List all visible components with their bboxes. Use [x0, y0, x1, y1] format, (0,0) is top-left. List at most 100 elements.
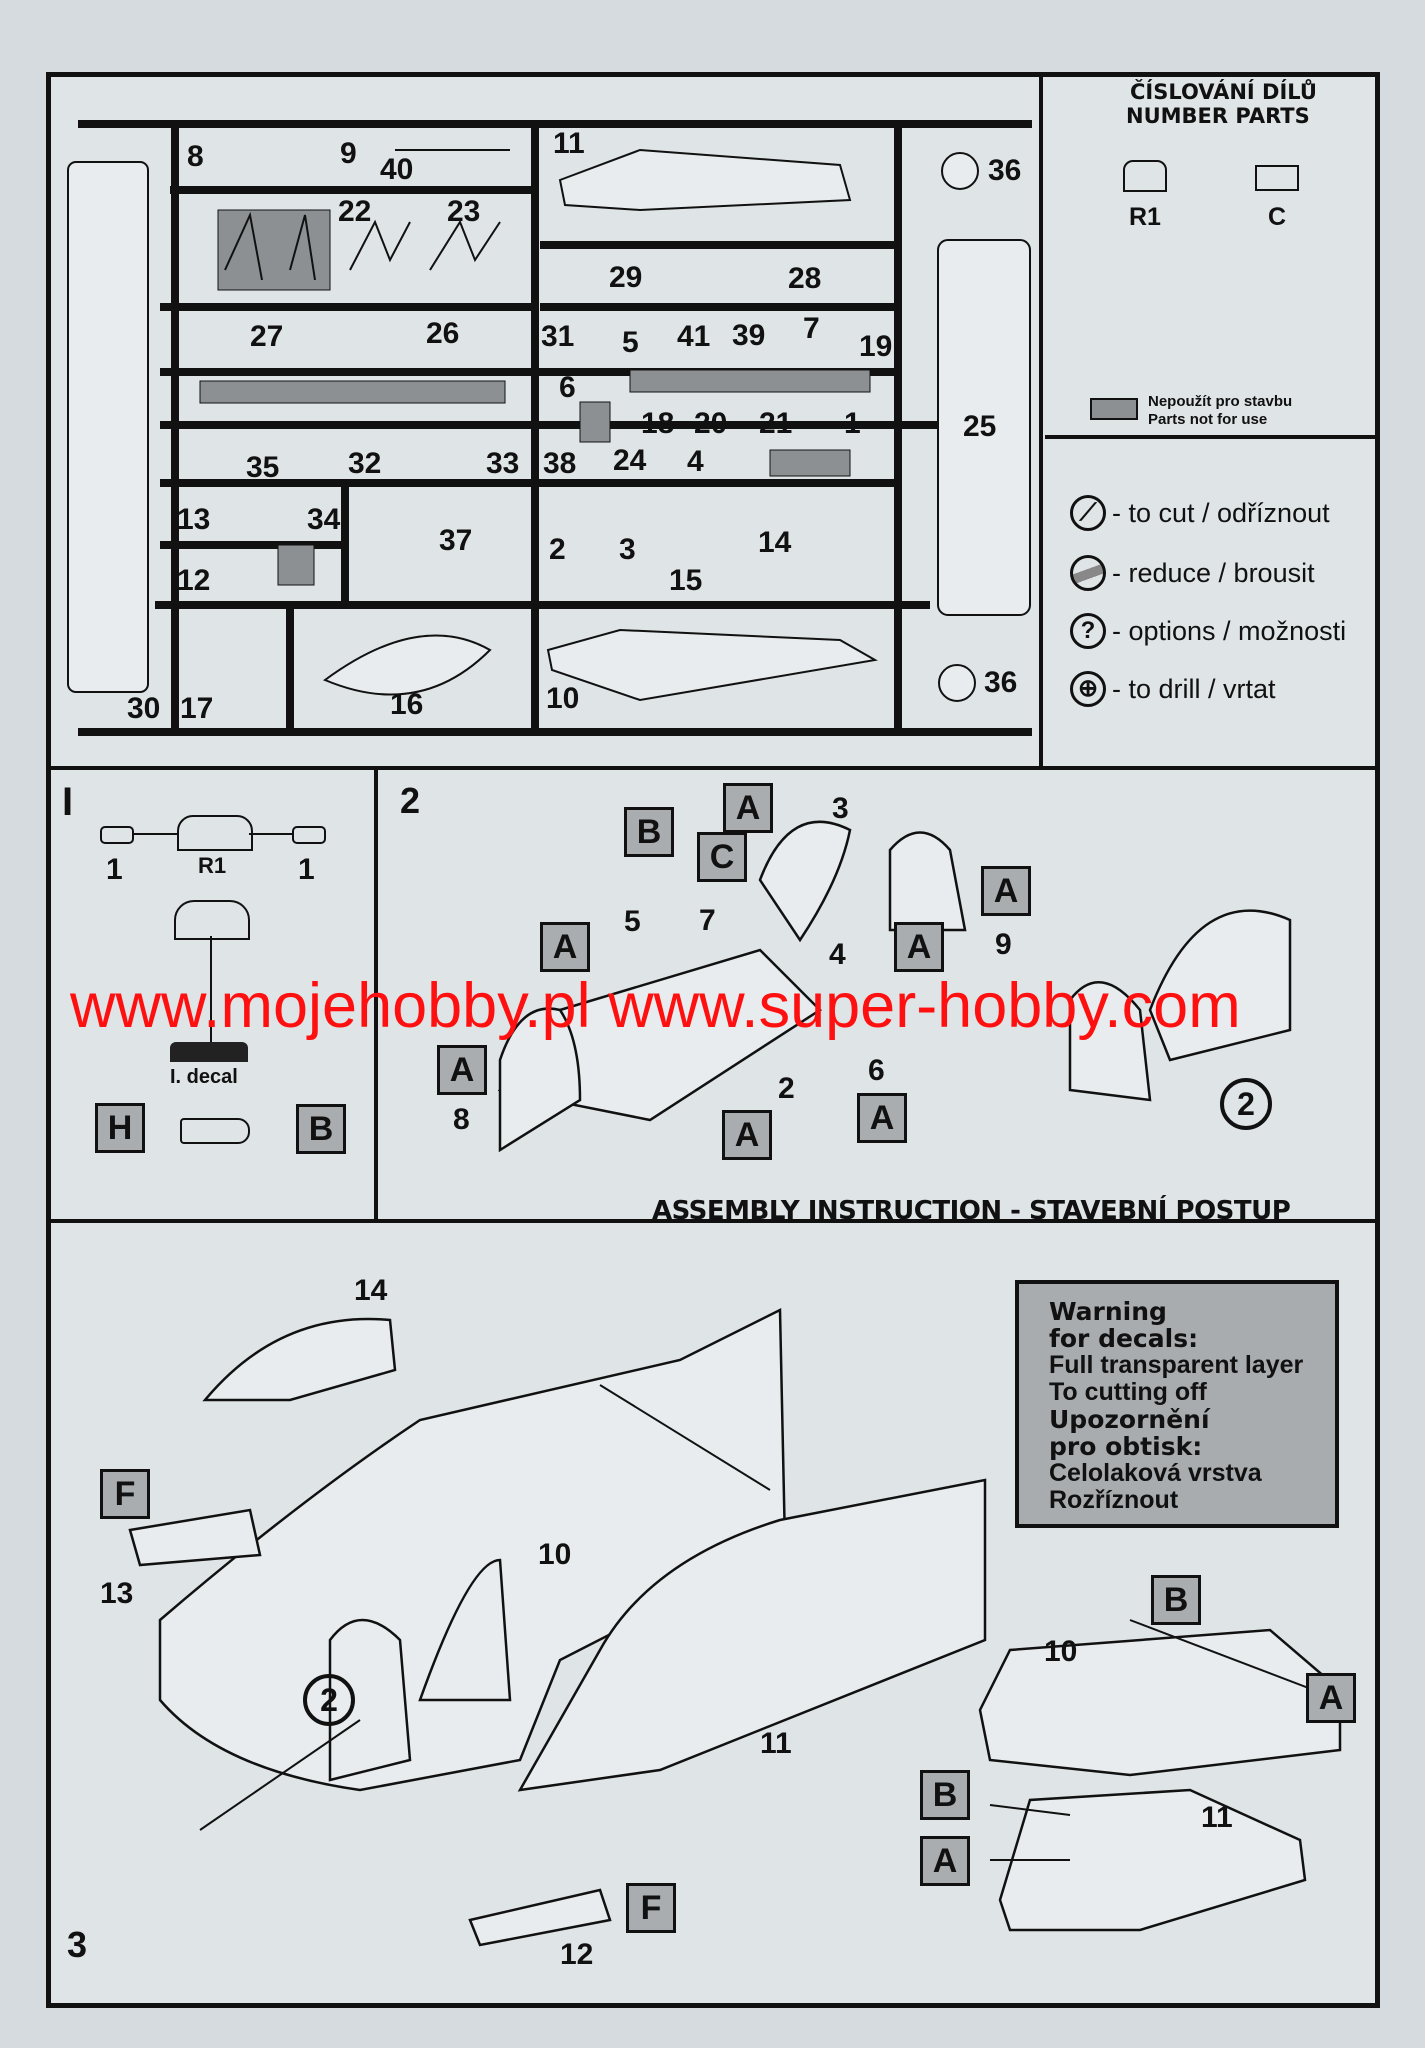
part-number: 31	[541, 320, 575, 353]
warning-text-cz: Celolaková vrstva	[1049, 1459, 1262, 1487]
color-code: B	[1151, 1575, 1201, 1625]
legend-label: - to drill / vrtat	[1112, 673, 1276, 704]
color-code: A	[722, 1110, 772, 1160]
warning-title: Warning	[1049, 1297, 1167, 1326]
numbering-title-en: NUMBER PARTS	[1126, 104, 1310, 128]
part-number: 36	[984, 666, 1018, 699]
part-number: 3	[619, 533, 636, 566]
part-number: 7	[803, 312, 820, 345]
legend-drill: ⊕- to drill / vrtat	[1070, 671, 1276, 707]
legend-label: - to cut / odříznout	[1112, 497, 1330, 528]
part-number: 2	[549, 533, 566, 566]
seat-r1-drawing	[177, 815, 253, 851]
part-label: 3	[832, 792, 849, 825]
cut-icon: ⟋	[1070, 495, 1106, 531]
part-label: 8	[453, 1103, 470, 1136]
sprue-r1-icon	[1123, 160, 1167, 192]
subassembly-2-badge: 2	[1220, 1078, 1272, 1130]
part-label: 14	[354, 1274, 388, 1307]
color-code: A	[437, 1045, 487, 1095]
sprue-r1-label: R1	[1129, 203, 1161, 231]
leader-line	[134, 833, 177, 835]
decal-warning-box: Warning for decals: Full transparent lay…	[1015, 1280, 1339, 1528]
options-icon: ?	[1070, 613, 1106, 649]
drill-icon: ⊕	[1070, 671, 1106, 707]
sprue-c-icon	[1255, 165, 1299, 191]
color-code: A	[981, 866, 1031, 916]
color-code-h: H	[95, 1103, 145, 1153]
step1-part-right: 1	[298, 853, 315, 886]
part-number: 9	[340, 137, 357, 170]
part-number: 30	[127, 692, 161, 725]
step3-number: 3	[67, 1924, 88, 1965]
color-code: A	[723, 783, 773, 833]
part-number: 25	[963, 410, 997, 443]
part-number: 28	[788, 262, 822, 295]
sprue-c-label: C	[1268, 203, 1287, 231]
leader-line	[249, 833, 292, 835]
part-number: 29	[609, 261, 643, 294]
warning-title-cz: Upozornění	[1049, 1405, 1210, 1434]
part-number: 41	[677, 320, 711, 353]
part-label: 7	[699, 904, 716, 937]
part-number: 6	[559, 371, 576, 404]
part-label: 4	[829, 938, 846, 971]
part-number: 15	[669, 564, 703, 597]
part-number: 19	[859, 330, 893, 363]
part-number: 34	[307, 503, 341, 536]
subassembly-2-badge: 2	[303, 1674, 355, 1726]
not-for-use-cz: Nepoužít pro stavbu	[1148, 393, 1293, 410]
part-number: 27	[250, 320, 284, 353]
step1-part-left: 1	[106, 853, 123, 886]
warning-text: To cutting off	[1049, 1378, 1207, 1406]
arrow-line	[210, 936, 212, 1042]
part-number: 16	[390, 688, 424, 721]
warning-text: Full transparent layer	[1049, 1351, 1304, 1379]
part-number: 4	[687, 445, 704, 478]
color-code-b: B	[296, 1104, 346, 1154]
part-number: 12	[177, 564, 211, 597]
seat-assembled-drawing	[174, 900, 250, 940]
part-label: 9	[995, 928, 1012, 961]
warning-title-cz: pro obtisk:	[1049, 1432, 1203, 1461]
part-number: 33	[486, 447, 520, 480]
part-label: 5	[624, 905, 641, 938]
warning-title: for decals:	[1049, 1324, 1199, 1353]
part-label: 10	[538, 1538, 572, 1571]
numbering-title-cz: ČÍSLOVÁNÍ DÍLŮ	[1130, 80, 1317, 104]
part-number: 18	[641, 407, 675, 440]
part-number: 13	[177, 503, 211, 536]
legend-label: - reduce / brousit	[1112, 557, 1315, 588]
warning-text-cz: Rozříznout	[1049, 1486, 1179, 1514]
part-number: 10	[546, 682, 580, 715]
color-code: A	[920, 1836, 970, 1886]
color-code: F	[100, 1469, 150, 1519]
control-part-drawing	[180, 1118, 250, 1144]
legend-options: ?- options / možnosti	[1070, 613, 1346, 649]
part-number: 40	[380, 153, 414, 186]
color-code: B	[624, 807, 674, 857]
part-label: 13	[100, 1577, 134, 1610]
step1-part-center: R1	[198, 853, 227, 878]
not-for-use-label: Nepoužít pro stavbu Parts not for use	[1148, 393, 1292, 429]
part-number: 38	[543, 447, 577, 480]
legend-label: - options / možnosti	[1112, 615, 1347, 646]
part-number: 32	[348, 447, 382, 480]
color-code: C	[697, 832, 747, 882]
step2-number: 2	[400, 780, 421, 821]
part-number: 20	[694, 407, 728, 440]
color-code: A	[894, 922, 944, 972]
part-number: 5	[622, 326, 639, 359]
not-for-use-swatch	[1090, 398, 1138, 420]
legend-reduce: - reduce / brousit	[1070, 555, 1315, 591]
part-number: 21	[759, 407, 793, 440]
color-code: B	[920, 1770, 970, 1820]
part-label: 11	[760, 1727, 792, 1760]
part-label: 2	[778, 1072, 795, 1105]
part-number: 11	[553, 127, 585, 160]
part-number: 26	[426, 317, 460, 350]
part-number: 39	[732, 319, 766, 352]
part-number: 1	[844, 407, 861, 440]
part-number: 23	[447, 195, 481, 228]
